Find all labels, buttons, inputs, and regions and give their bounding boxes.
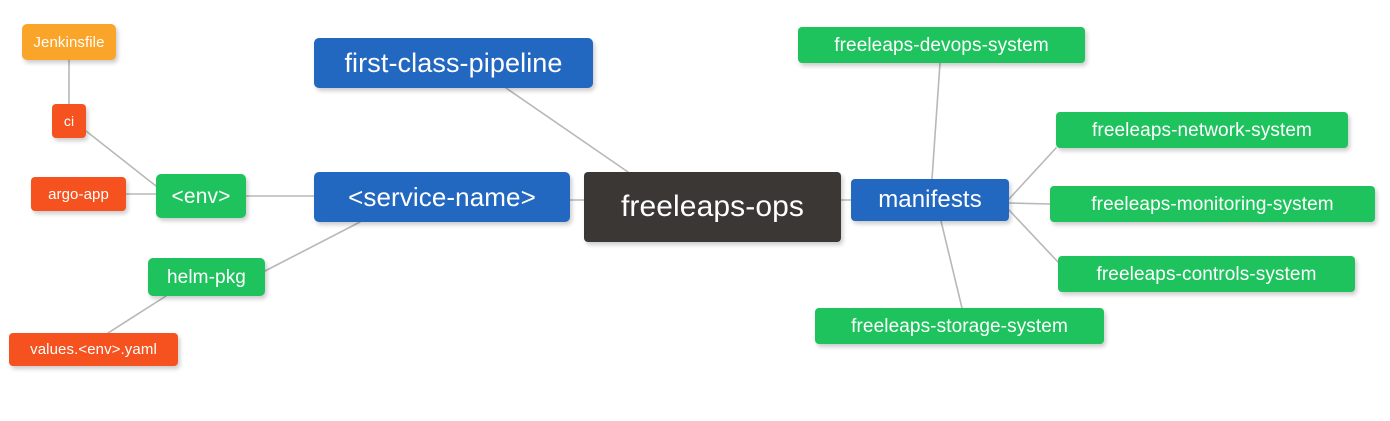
edge-first-class-pipeline-to-freeleaps-ops: [505, 87, 629, 173]
node-manifests[interactable]: manifests: [851, 179, 1009, 221]
node-ci[interactable]: ci: [52, 104, 86, 138]
edge-manifests-to-freeleaps-devops-system: [931, 62, 941, 180]
node-label-freeleaps-network-system: freeleaps-network-system: [1092, 119, 1312, 141]
node-argo-app[interactable]: argo-app: [31, 177, 126, 211]
node-freeleaps-controls-system[interactable]: freeleaps-controls-system: [1058, 256, 1355, 292]
edge-manifests-to-freeleaps-monitoring-system: [1008, 202, 1051, 205]
node-label-service-name: <service-name>: [348, 182, 536, 212]
node-label-freeleaps-controls-system: freeleaps-controls-system: [1096, 263, 1317, 285]
node-label-first-class-pipeline: first-class-pipeline: [344, 47, 563, 78]
node-freeleaps-monitoring-system[interactable]: freeleaps-monitoring-system: [1050, 186, 1375, 222]
edge-helm-pkg-to-values-yaml: [107, 295, 167, 334]
node-label-argo-app: argo-app: [48, 185, 109, 203]
edge-manifests-to-freeleaps-storage-system: [940, 220, 963, 309]
edge-service-name-to-helm-pkg: [264, 221, 361, 272]
node-label-freeleaps-storage-system: freeleaps-storage-system: [851, 315, 1068, 337]
edge-manifests-to-freeleaps-network-system: [1008, 147, 1057, 200]
node-freeleaps-network-system[interactable]: freeleaps-network-system: [1056, 112, 1348, 148]
node-env[interactable]: <env>: [156, 174, 246, 218]
node-label-jenkinsfile: Jenkinsfile: [33, 33, 105, 51]
node-label-freeleaps-monitoring-system: freeleaps-monitoring-system: [1091, 193, 1334, 215]
node-label-freeleaps-ops: freeleaps-ops: [620, 190, 805, 223]
node-label-freeleaps-devops-system: freeleaps-devops-system: [834, 34, 1049, 56]
node-jenkinsfile[interactable]: Jenkinsfile: [22, 24, 116, 60]
node-first-class-pipeline[interactable]: first-class-pipeline: [314, 38, 593, 88]
node-helm-pkg[interactable]: helm-pkg: [148, 258, 265, 296]
node-freeleaps-devops-system[interactable]: freeleaps-devops-system: [798, 27, 1085, 63]
node-freeleaps-ops[interactable]: freeleaps-ops: [584, 172, 841, 242]
node-label-helm-pkg: helm-pkg: [167, 266, 246, 288]
node-label-env: <env>: [171, 184, 231, 208]
node-label-values-yaml: values.<env>.yaml: [30, 341, 157, 358]
node-label-ci: ci: [63, 113, 75, 129]
node-label-manifests: manifests: [878, 186, 982, 213]
node-service-name[interactable]: <service-name>: [314, 172, 570, 222]
node-freeleaps-storage-system[interactable]: freeleaps-storage-system: [815, 308, 1104, 344]
node-values-yaml[interactable]: values.<env>.yaml: [9, 333, 178, 366]
